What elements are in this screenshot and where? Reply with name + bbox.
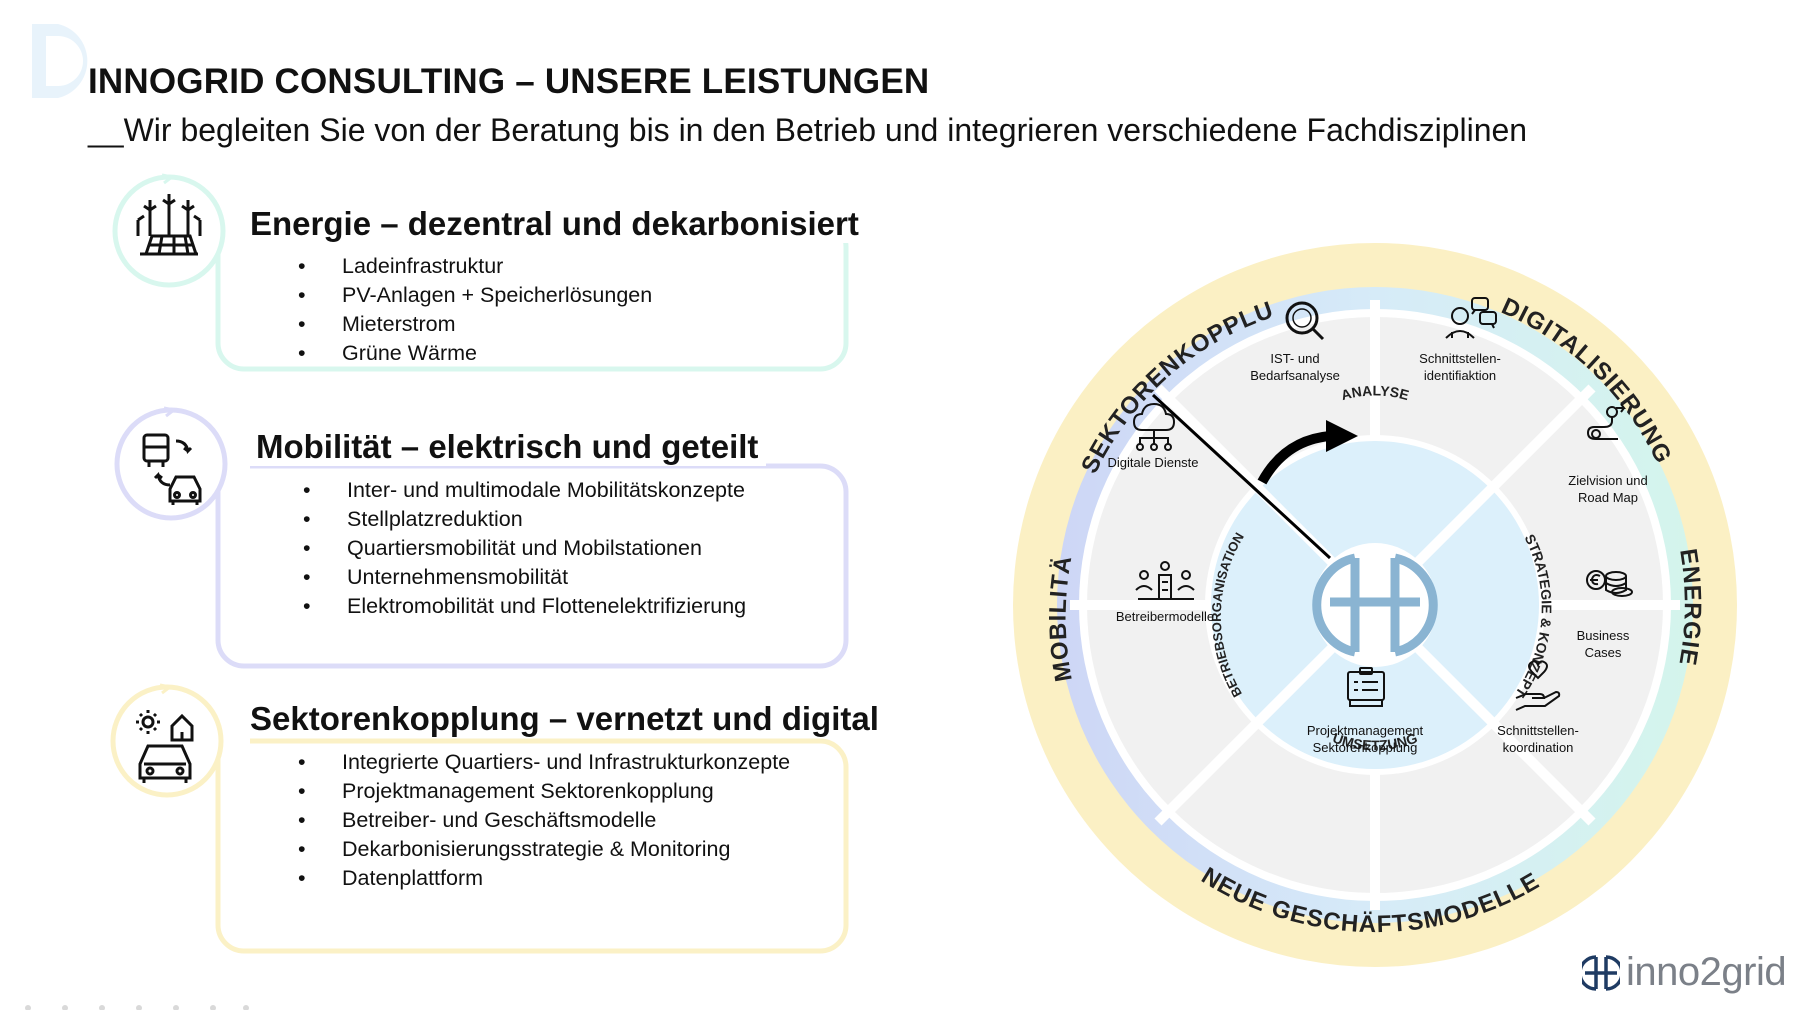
list-item: Inter- und multimodale Mobilitätskonzept…: [303, 476, 746, 505]
phase-label-analyse: ANALYSE: [1339, 382, 1410, 403]
mobilitaet-icon-badge: [112, 405, 230, 523]
service-wheel: SEKTORENKOPPLUNG DIGITALISIERUNG ENERGIE…: [1010, 240, 1737, 967]
sektorenkopplung-icon-badge: [108, 682, 226, 800]
list-item: Betreiber- und Geschäftsmodelle: [298, 806, 790, 835]
car-sun-house-icon: [110, 683, 224, 798]
segment-label-schnittstellenkoordination: Schnittstellen-koordination: [1497, 723, 1579, 755]
section-mobilitaet-list: Inter- und multimodale Mobilitätskonzept…: [303, 476, 746, 621]
list-item: Projektmanagement Sektorenkopplung: [298, 777, 790, 806]
list-item: Integrierte Quartiers- und Infrastruktur…: [298, 748, 790, 777]
segment-label-betreibermodelle: Betreibermodelle: [1116, 609, 1214, 624]
solar-wind-icon: [112, 173, 226, 288]
company-logo: inno2grid: [1582, 950, 1787, 995]
segment-label-digitale-dienste: Digitale Dienste: [1107, 455, 1198, 470]
section-sektorenkopplung-list: Integrierte Quartiers- und Infrastruktur…: [298, 748, 790, 893]
decorative-d-shape: [32, 24, 88, 98]
list-item: Mieterstrom: [298, 310, 652, 339]
coins-icon: [1586, 570, 1633, 597]
list-item: Unternehmensmobilität: [303, 563, 746, 592]
section-energie-title: Energie – dezentral und dekarbonisiert: [242, 205, 867, 243]
inno2grid-logo-icon: [1582, 954, 1620, 991]
phase-arrow: [1257, 431, 1331, 485]
list-item: Elektromobilität und Flottenelektrifizie…: [303, 592, 746, 621]
phase-arrowhead: [1326, 420, 1358, 452]
segment-label-schnittstellenidentifikation: Schnittstellen-identifiaktion: [1419, 351, 1501, 383]
building-people-icon: [1135, 561, 1195, 600]
magnifier-icon: [1285, 301, 1325, 341]
list-item: Quartiersmobilität und Mobilstationen: [303, 534, 746, 563]
list-item: Grüne Wärme: [298, 339, 652, 368]
inno2grid-center-logo: [1312, 553, 1438, 657]
section-energie-list: Ladeinfrastruktur PV-Anlagen + Speicherl…: [298, 252, 652, 368]
section-sektorenkopplung-title: Sektorenkopplung – vernetzt und digital: [242, 700, 887, 738]
list-item: Stellplatzreduktion: [303, 505, 746, 534]
cloud-network-icon: [1132, 402, 1176, 451]
list-item: PV-Anlagen + Speicherlösungen: [298, 281, 652, 310]
list-item: Ladeinfrastruktur: [298, 252, 652, 281]
pointer-line: [1151, 393, 1332, 560]
list-item: Datenplattform: [298, 864, 790, 893]
page-subtitle: __Wir begleiten Sie von der Beratung bis…: [88, 112, 1528, 148]
people-chat-icon: [1445, 297, 1497, 339]
decorative-dots: [25, 1005, 249, 1010]
road-map-icon: [1586, 403, 1626, 440]
page-title: INNOGRID CONSULTING – UNSERE LEISTUNGEN: [88, 62, 930, 101]
section-mobilitaet-title: Mobilität – elektrisch und geteilt: [248, 428, 767, 466]
bus-car-icon: [114, 406, 228, 521]
logo-text: inno2grid: [1626, 950, 1787, 994]
clipboard-icon: [1347, 667, 1385, 707]
phase-label-umsetzung: UMSETZUNG: [1331, 730, 1420, 754]
energie-icon-badge: [110, 172, 228, 290]
list-item: Dekarbonisierungsstrategie & Monitoring: [298, 835, 790, 864]
hand-heart-icon: [1515, 660, 1561, 711]
